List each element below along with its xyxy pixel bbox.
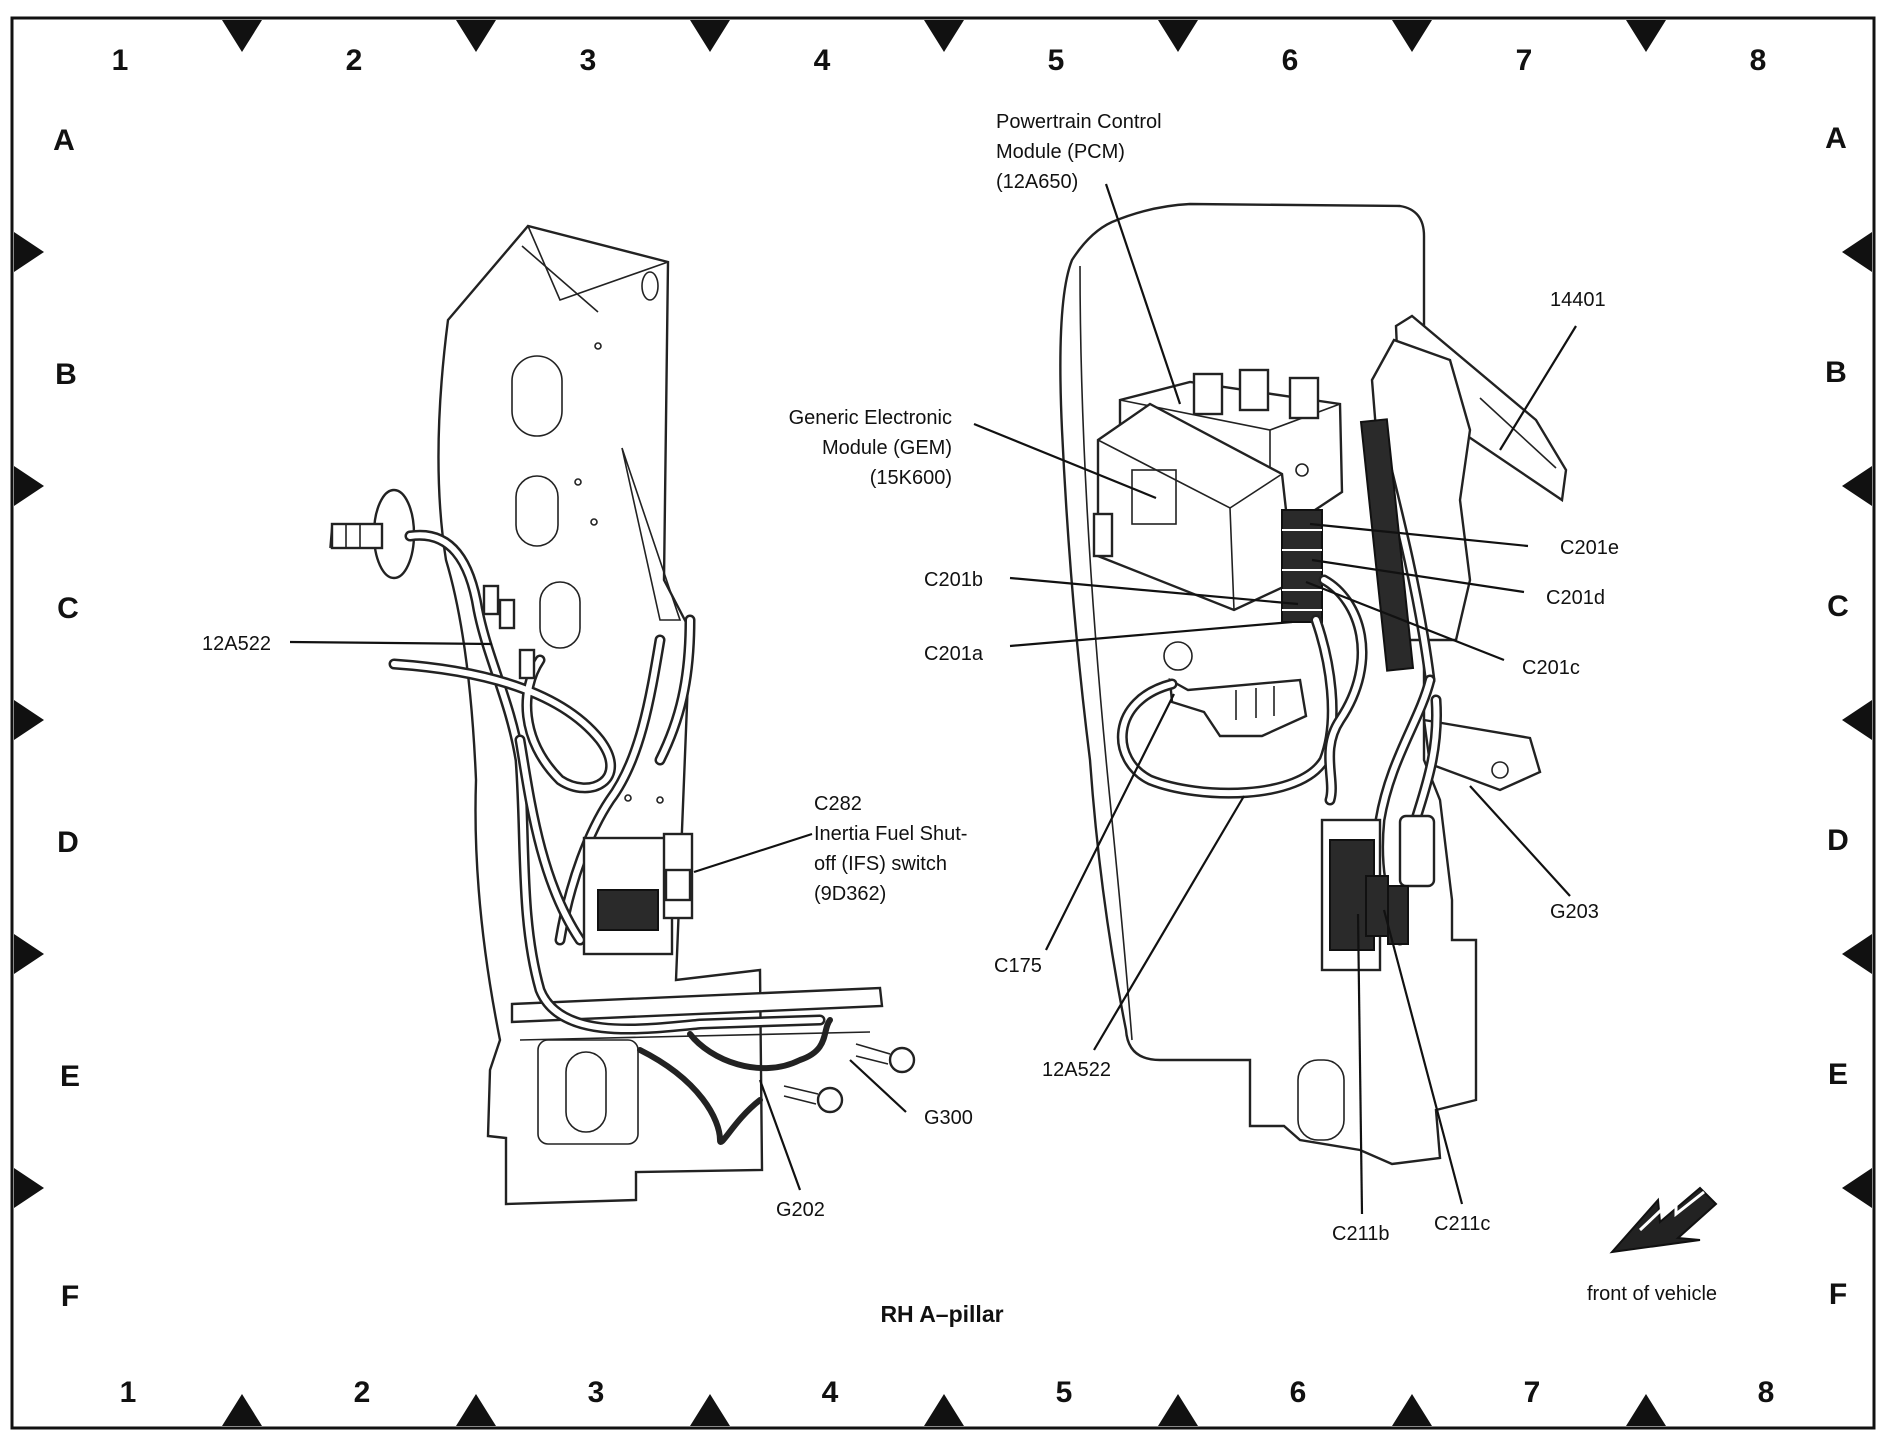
gem-line-2: Module (GEM) [822,437,952,459]
row-right-f: F [1829,1278,1847,1311]
col-bottom-7: 7 [1524,1376,1541,1409]
gem-line-3: (15K600) [870,467,952,489]
grid-columns-top: 1 2 3 4 5 6 7 8 [112,44,1767,77]
grid-columns-bottom: 1 2 3 4 5 6 7 8 [120,1376,1775,1409]
diagram-frame [10,16,1876,1430]
callout-12a522-right: 12A522 [1042,1059,1111,1081]
pcm-line-2: Module (PCM) [996,141,1125,163]
callout-pcm: Powertrain Control Module (PCM) (12A650) [996,111,1162,193]
col-bottom-5: 5 [1056,1376,1073,1409]
col-bottom-1: 1 [120,1376,137,1409]
row-right-e: E [1828,1058,1848,1091]
callout-g300: G300 [924,1107,973,1129]
callout-12a522-left: 12A522 [202,633,271,655]
row-left-e: E [60,1060,80,1093]
front-direction-arrow-icon [1609,1186,1718,1254]
col-top-2: 2 [346,44,363,77]
callout-c175: C175 [994,955,1042,977]
callout-c211b: C211b [1332,1223,1389,1245]
callout-c282: C282 Inertia Fuel Shut- off (IFS) switch… [814,793,967,905]
callout-c201d: C201d [1546,587,1605,609]
row-left-f: F [61,1280,79,1313]
col-bottom-6: 6 [1290,1376,1307,1409]
callout-c201b: C201b [924,569,983,591]
row-left-b: B [55,358,77,391]
col-bottom-4: 4 [822,1376,839,1409]
col-bottom-8: 8 [1758,1376,1775,1409]
c282-line-4: (9D362) [814,883,886,905]
col-top-6: 6 [1282,44,1299,77]
row-right-b: B [1825,356,1847,389]
grid-rows-right: A B C D E F [1825,122,1849,1311]
row-left-d: D [57,826,79,859]
left-pillar-illustration [329,224,916,1206]
col-top-1: 1 [112,44,129,77]
callout-gem: Generic Electronic Module (GEM) (15K600) [789,407,952,489]
callout-c211c: C211c [1434,1213,1490,1235]
row-right-c: C [1827,590,1849,623]
callout-g202: G202 [776,1199,825,1221]
c282-line-3: off (IFS) switch [814,853,947,875]
col-top-5: 5 [1048,44,1065,77]
callout-c201a: C201a [924,643,984,665]
col-bottom-3: 3 [588,1376,605,1409]
right-pillar-illustration [1059,202,1568,1166]
leader-lines [289,183,1577,1215]
front-of-vehicle-label: front of vehicle [1587,1283,1717,1305]
col-top-3: 3 [580,44,597,77]
bolt-g300 [855,1043,916,1074]
row-left-a: A [53,124,75,157]
c282-line-1: C282 [814,793,862,815]
callout-c201c: C201c [1522,657,1580,679]
callout-c201e: C201e [1560,537,1619,559]
row-right-a: A [1825,122,1847,155]
gem-line-1: Generic Electronic [789,407,952,429]
callout-g203: G203 [1550,901,1599,923]
col-top-8: 8 [1750,44,1767,77]
row-right-d: D [1827,824,1849,857]
callout-14401: 14401 [1550,289,1606,311]
c282-line-2: Inertia Fuel Shut- [814,823,967,845]
bolt-g202 [783,1085,844,1114]
row-left-c: C [57,592,79,625]
col-bottom-2: 2 [354,1376,371,1409]
pcm-line-3: (12A650) [996,171,1078,193]
pcm-line-1: Powertrain Control [996,111,1162,133]
grid-rows-left: A B C D E F [53,124,80,1313]
diagram-caption: RH A–pillar [880,1301,1003,1327]
border-markers [14,20,1872,1426]
col-top-4: 4 [814,44,831,77]
col-top-7: 7 [1516,44,1533,77]
